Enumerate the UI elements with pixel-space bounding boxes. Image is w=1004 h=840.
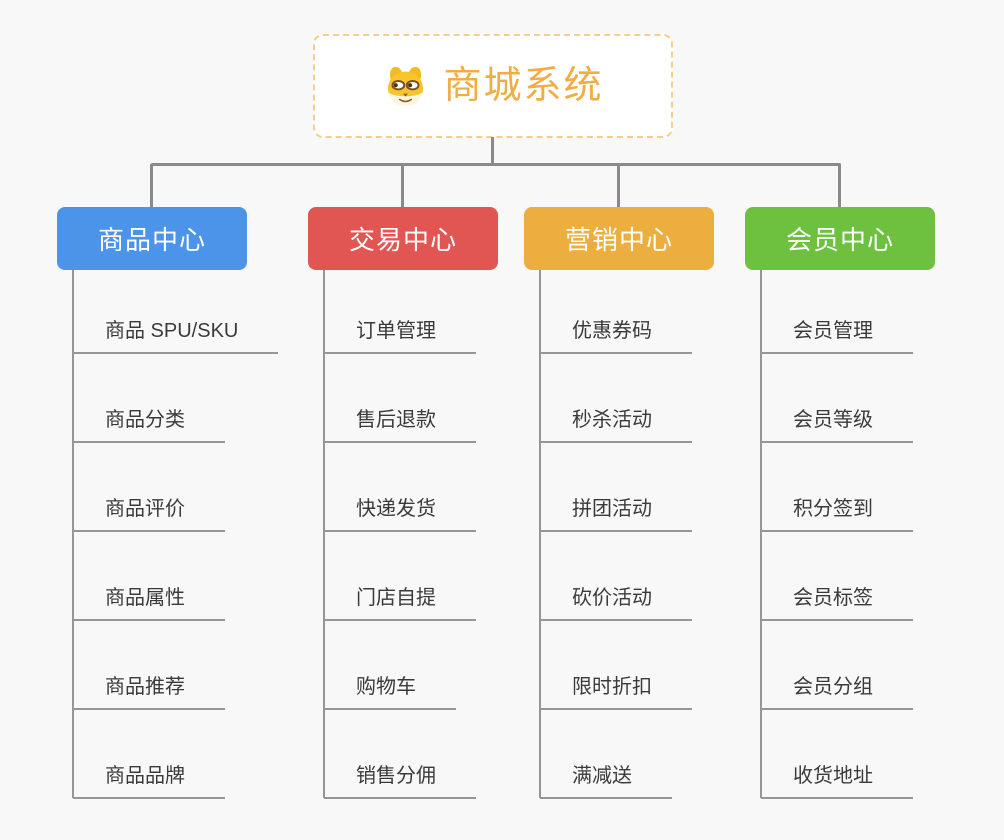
- topic-item[interactable]: 销售分佣: [324, 761, 476, 799]
- connector-root-stem: [491, 137, 494, 165]
- topic-item[interactable]: 收货地址: [761, 761, 913, 799]
- topic-item[interactable]: 商品评价: [73, 494, 225, 532]
- connector-drop: [401, 164, 404, 207]
- root-title: 商城系统: [443, 65, 604, 107]
- topic-item[interactable]: 限时折扣: [540, 672, 692, 710]
- topic-item[interactable]: 购物车: [324, 672, 456, 710]
- branch-trade-center: 交易中心 订单管理 售后退款 快递发货 门店自提 购物车 销售分佣: [308, 207, 560, 799]
- topic-item[interactable]: 商品推荐: [73, 672, 225, 710]
- topic-item[interactable]: 商品分类: [73, 405, 225, 443]
- connector-bus: [151, 163, 841, 166]
- root-topic[interactable]: 商城系统: [313, 34, 673, 138]
- branch-stem: [323, 270, 325, 798]
- connector-drop: [838, 164, 841, 207]
- topic-item[interactable]: 会员管理: [761, 316, 913, 354]
- branch-header-marketing-center[interactable]: 营销中心: [524, 207, 714, 270]
- topic-item[interactable]: 优惠券码: [540, 316, 692, 354]
- topic-item[interactable]: 商品品牌: [73, 761, 225, 799]
- topic-item[interactable]: 售后退款: [324, 405, 476, 443]
- branch-items: 订单管理 售后退款 快递发货 门店自提 购物车 销售分佣: [324, 316, 560, 799]
- topic-item[interactable]: 会员等级: [761, 405, 913, 443]
- topic-item[interactable]: 会员分组: [761, 672, 913, 710]
- topic-item[interactable]: 秒杀活动: [540, 405, 692, 443]
- branch-items: 商品 SPU/SKU 商品分类 商品评价 商品属性 商品推荐 商品品牌: [73, 316, 309, 799]
- topic-item[interactable]: 商品属性: [73, 583, 225, 621]
- topic-item[interactable]: 会员标签: [761, 583, 913, 621]
- branch-stem: [539, 270, 541, 798]
- branch-stem: [760, 270, 762, 798]
- connector-drop: [150, 164, 153, 207]
- topic-item[interactable]: 商品 SPU/SKU: [73, 316, 279, 354]
- topic-item[interactable]: 门店自提: [324, 583, 476, 621]
- branch-items: 会员管理 会员等级 积分签到 会员标签 会员分组 收货地址: [761, 316, 997, 799]
- topic-item[interactable]: 积分签到: [761, 494, 913, 532]
- topic-item[interactable]: 满减送: [540, 761, 672, 799]
- branch-header-member-center[interactable]: 会员中心: [745, 207, 935, 270]
- topic-item[interactable]: 订单管理: [324, 316, 476, 354]
- connector-drop: [617, 164, 620, 207]
- branch-items: 优惠券码 秒杀活动 拼团活动 砍价活动 限时折扣 满减送: [540, 316, 776, 799]
- topic-item[interactable]: 拼团活动: [540, 494, 692, 532]
- branch-marketing-center: 营销中心 优惠券码 秒杀活动 拼团活动 砍价活动 限时折扣 满减送: [524, 207, 776, 799]
- topic-item[interactable]: 快递发货: [324, 494, 476, 532]
- doge-icon: [388, 66, 424, 106]
- branch-header-product-center[interactable]: 商品中心: [57, 207, 247, 270]
- branch-stem: [72, 270, 74, 798]
- branch-member-center: 会员中心 会员管理 会员等级 积分签到 会员标签 会员分组 收货地址: [745, 207, 997, 799]
- topic-item[interactable]: 砍价活动: [540, 583, 692, 621]
- branch-product-center: 商品中心 商品 SPU/SKU 商品分类 商品评价 商品属性 商品推荐 商品品牌: [57, 207, 309, 799]
- branch-header-trade-center[interactable]: 交易中心: [308, 207, 498, 270]
